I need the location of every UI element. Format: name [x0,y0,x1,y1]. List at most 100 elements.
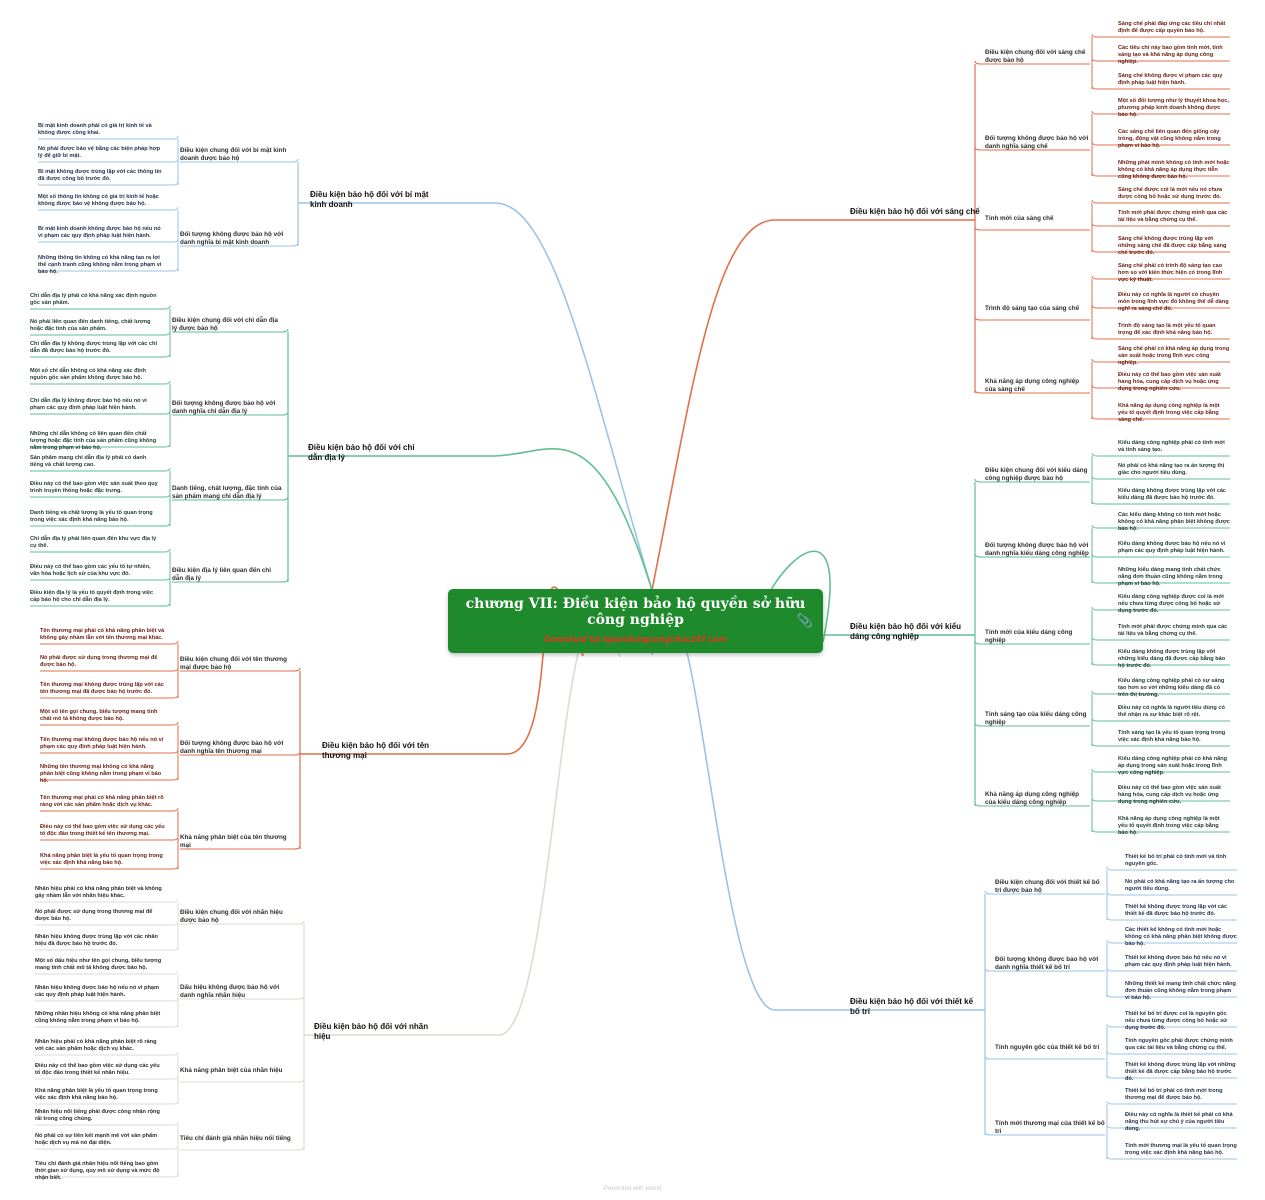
leaf-topic[interactable]: Kiểu dáng công nghiệp được coi là mới nế… [1118,594,1224,614]
leaf-topic[interactable]: Một số thông tin không có giá trị kinh t… [38,194,159,207]
leaf-topic[interactable]: Nhãn hiệu không được bảo hộ nếu nó vi ph… [35,985,159,998]
subtopic[interactable]: Điều kiện chung đối với sáng chế được bả… [985,49,1086,64]
main-topic[interactable]: Điều kiện bảo hộ đối với bí mật kinh doa… [310,190,429,209]
leaf-topic[interactable]: Tính mới phải được chứng minh qua các tà… [1118,624,1228,637]
leaf-topic[interactable]: Tên thương mại phải có khả năng phân biệ… [40,628,165,641]
leaf-topic[interactable]: Những thiết kế mang tính chất chức năng … [1125,981,1236,1001]
subtopic[interactable]: Đối tượng không được bảo hộ với danh ngh… [985,542,1089,557]
leaf-topic[interactable]: Bí mật không được trùng lặp với các thôn… [38,169,162,182]
leaf-topic[interactable]: Sản phẩm mang chỉ dẫn địa lý phải có dan… [30,455,147,468]
main-topic[interactable]: Điều kiện bảo hộ đối với sáng chế [850,207,980,216]
subtopic[interactable]: Khả năng phân biệt của tên thương mại [180,834,287,849]
leaf-topic[interactable]: Sáng chế phải có khả năng áp dụng trong … [1118,346,1230,366]
subtopic[interactable]: Điều kiện chung đối với tên thương mại đ… [180,656,287,671]
subtopic[interactable]: Tính mới thương mại của thiết kế bố trí [995,1120,1105,1135]
leaf-topic[interactable]: Thiết kế không được bảo hộ nếu nó vi phạ… [1125,955,1232,968]
leaf-topic[interactable]: Các sáng chế liên quan đến giống cây trồ… [1118,129,1221,149]
main-topic[interactable]: Điều kiện bảo hộ đối với chỉ dẫn địa lý [308,443,415,462]
subtopic[interactable]: Tiêu chí đánh giá nhãn hiệu nổi tiếng [180,1135,291,1142]
leaf-topic[interactable]: Nó phải có khả năng tạo ra ấn tượng cho … [1125,879,1235,892]
central-topic[interactable]: chương VII: Điều kiện bảo hộ quyền sở hữ… [448,589,823,653]
leaf-topic[interactable]: Điều này có thể bao gồm việc sản xuất th… [30,481,158,494]
leaf-topic[interactable]: Những nhãn hiệu không có khả năng phân b… [35,1011,161,1024]
leaf-topic[interactable]: Thiết kế bố trí phải có tính mới trong t… [1125,1088,1223,1101]
leaf-topic[interactable]: Khả năng phân biệt là yếu tố quan trọng … [40,853,163,866]
leaf-topic[interactable]: Những thông tin không có khả năng tạo ra… [38,255,162,275]
leaf-topic[interactable]: Kiểu dáng công nghiệp phải có sự sáng tạ… [1118,678,1225,698]
leaf-topic[interactable]: Khả năng phân biệt là yếu tố quan trọng … [35,1088,158,1101]
leaf-topic[interactable]: Một số dấu hiệu như tên gọi chung, biểu … [35,958,162,971]
leaf-topic[interactable]: Thiết kế không được trùng lặp với những … [1125,1062,1236,1082]
subtopic[interactable]: Đối tượng không được bảo hộ với danh ngh… [985,135,1089,150]
leaf-topic[interactable]: Bí mật kinh doanh phải có giá trị kinh t… [38,123,152,136]
leaf-topic[interactable]: Kiểu dáng không được bảo hộ nếu nó vi ph… [1118,541,1226,554]
leaf-topic[interactable]: Các kiểu dáng không có tính mới hoặc khô… [1118,512,1230,532]
leaf-topic[interactable]: Nó phải được bảo vệ bằng các biện pháp h… [38,146,161,159]
leaf-topic[interactable]: Các thiết kế không có tính mới hoặc khôn… [1125,927,1237,947]
leaf-topic[interactable]: Điều này có thể bao gồm việc sản xuất hà… [1118,785,1221,805]
leaf-topic[interactable]: Kiểu dáng không được trùng lặp với các k… [1118,488,1227,501]
main-topic[interactable]: Điều kiện bảo hộ đối với tên thương mại [322,741,430,760]
leaf-topic[interactable]: Điều này có thể bao gồm các yếu tố tự nh… [30,564,151,577]
leaf-topic[interactable]: Điều này có nghĩa là người có chuyên môn… [1118,292,1229,312]
subtopic[interactable]: Khả năng áp dụng công nghiệp của kiểu dá… [985,791,1080,806]
subtopic[interactable]: Đối tượng không được bảo hộ với danh ngh… [995,956,1099,971]
leaf-topic[interactable]: Những phát minh không có tính mới hoặc k… [1118,160,1230,180]
leaf-topic[interactable]: Những kiểu dáng mang tính chất chức năng… [1118,567,1223,587]
leaf-topic[interactable]: Sáng chế phải đáp ứng các tiêu chí nhất … [1118,21,1226,34]
leaf-topic[interactable]: Điều kiện địa lý là yếu tố quyết định tr… [30,590,154,603]
leaf-topic[interactable]: Điều này có thể bao gồm việc sử dụng các… [40,824,165,837]
leaf-topic[interactable]: Một số đối tượng như lý thuyết khoa học,… [1118,98,1229,118]
subtopic[interactable]: Dấu hiệu không được bảo hộ với danh nghĩ… [180,984,280,999]
subtopic[interactable]: Trình độ sáng tạo của sáng chế [985,305,1080,312]
leaf-topic[interactable]: Nhãn hiệu phải có khả năng phân biệt và … [35,886,162,899]
leaf-topic[interactable]: Tính nguyên gốc phải được chứng minh qua… [1125,1038,1233,1051]
leaf-topic[interactable]: Bí mật kinh doanh không được bảo hộ nếu … [38,226,161,239]
leaf-topic[interactable]: Kiểu dáng công nghiệp phải có tính mới v… [1118,440,1225,453]
main-topic[interactable]: Điều kiện bảo hộ đối với nhãn hiệu [314,1022,429,1041]
leaf-topic[interactable]: Chỉ dẫn địa lý phải có khả năng xác định… [30,293,157,306]
leaf-topic[interactable]: Kiểu dáng công nghiệp phải có khả năng á… [1118,756,1228,776]
main-topic[interactable]: Điều kiện bảo hộ đối với thiết kế bố trí [850,997,974,1016]
subtopic[interactable]: Điều kiện chung đối với nhãn hiệu được b… [180,909,283,924]
subtopic[interactable]: Khả năng áp dụng công nghiệp của sáng ch… [985,378,1080,393]
leaf-topic[interactable]: Điều này có thể bao gồm việc sử dụng các… [35,1063,160,1076]
leaf-topic[interactable]: Sáng chế không được vi phạm các quy định… [1118,73,1223,86]
leaf-topic[interactable]: Những tên thương mại không có khả năng p… [40,764,162,784]
leaf-topic[interactable]: Khả năng áp dụng công nghiệp là một yếu … [1118,403,1220,423]
leaf-topic[interactable]: Khả năng áp dụng công nghiệp là một yếu … [1118,816,1220,836]
subtopic[interactable]: Khả năng phân biệt của nhãn hiệu [180,1067,283,1074]
leaf-topic[interactable]: Điều này có thể bao gồm việc sản xuất hà… [1118,372,1221,392]
leaf-topic[interactable]: Thiết kế không được trùng lặp với các th… [1125,904,1228,917]
subtopic[interactable]: Tính mới của sáng chế [985,215,1054,222]
subtopic[interactable]: Đối tượng không được bảo hộ với danh ngh… [180,740,284,755]
leaf-topic[interactable]: Nhãn hiệu phải có khả năng phân biệt rõ … [35,1039,157,1052]
subtopic[interactable]: Điều kiện chung đối với chỉ dẫn địa lý đ… [172,317,278,332]
subtopic[interactable]: Điều kiện chung đối với kiểu dáng công n… [985,467,1088,482]
leaf-topic[interactable]: Những chỉ dẫn không có liên quan đến chấ… [30,431,157,451]
leaf-topic[interactable]: Tên thương mại phải có khả năng phân biệ… [40,795,164,808]
leaf-topic[interactable]: Nó phải liên quan đến danh tiếng, chất l… [30,319,151,332]
leaf-topic[interactable]: Thiết kế bố trí phải có tính mới và tính… [1125,854,1227,867]
subtopic[interactable]: Tính mới của kiểu dáng công nghiệp [985,629,1073,644]
subtopic[interactable]: Điều kiện địa lý liên quan đến chỉ dẫn đ… [172,567,272,582]
subtopic[interactable]: Điều kiện chung đối với thiết kế bố trí … [995,879,1100,894]
leaf-topic[interactable]: Kiểu dáng không được trùng lặp với những… [1118,649,1226,669]
leaf-topic[interactable]: Nó phải được sử dụng trong thương mại để… [40,655,158,668]
leaf-topic[interactable]: Điều này có nghĩa là người tiêu dùng có … [1118,705,1225,718]
leaf-topic[interactable]: Danh tiếng và chất lượng là yếu tố quan … [30,510,153,523]
leaf-topic[interactable]: Sáng chế được coi là mới nếu nó chưa đượ… [1118,187,1223,200]
leaf-topic[interactable]: Chỉ dẫn địa lý không được trùng lặp với … [30,341,158,354]
leaf-topic[interactable]: Nó phải có sự liên kết mạnh mẽ với sản p… [35,1133,158,1146]
subtopic[interactable]: Danh tiếng, chất lượng, đặc tính của sản… [172,485,282,500]
leaf-topic[interactable]: Nhãn hiệu nổi tiếng phải được công nhận … [35,1109,160,1122]
subtopic[interactable]: Điều kiện chung đối với bí mật kinh doan… [180,147,287,162]
leaf-topic[interactable]: Thiết kế bố trí được coi là nguyên gốc n… [1125,1011,1228,1031]
leaf-topic[interactable]: Các tiêu chí này bao gồm tính mới, tính … [1118,45,1223,65]
leaf-topic[interactable]: Nó phải được sử dụng trong thương mại để… [35,909,153,922]
subtopic[interactable]: Tính sáng tạo của kiểu dáng công nghiệp [985,711,1087,726]
leaf-topic[interactable]: Tính sáng tạo là yếu tố quan trọng trong… [1118,730,1226,743]
leaf-topic[interactable]: Tên thương mại không được bảo hộ nếu nó … [40,737,164,750]
leaf-topic[interactable]: Tên thương mại không được trùng lặp với … [40,682,164,695]
leaf-topic[interactable]: Tính mới thương mại là yếu tố quan trọng… [1125,1143,1237,1156]
